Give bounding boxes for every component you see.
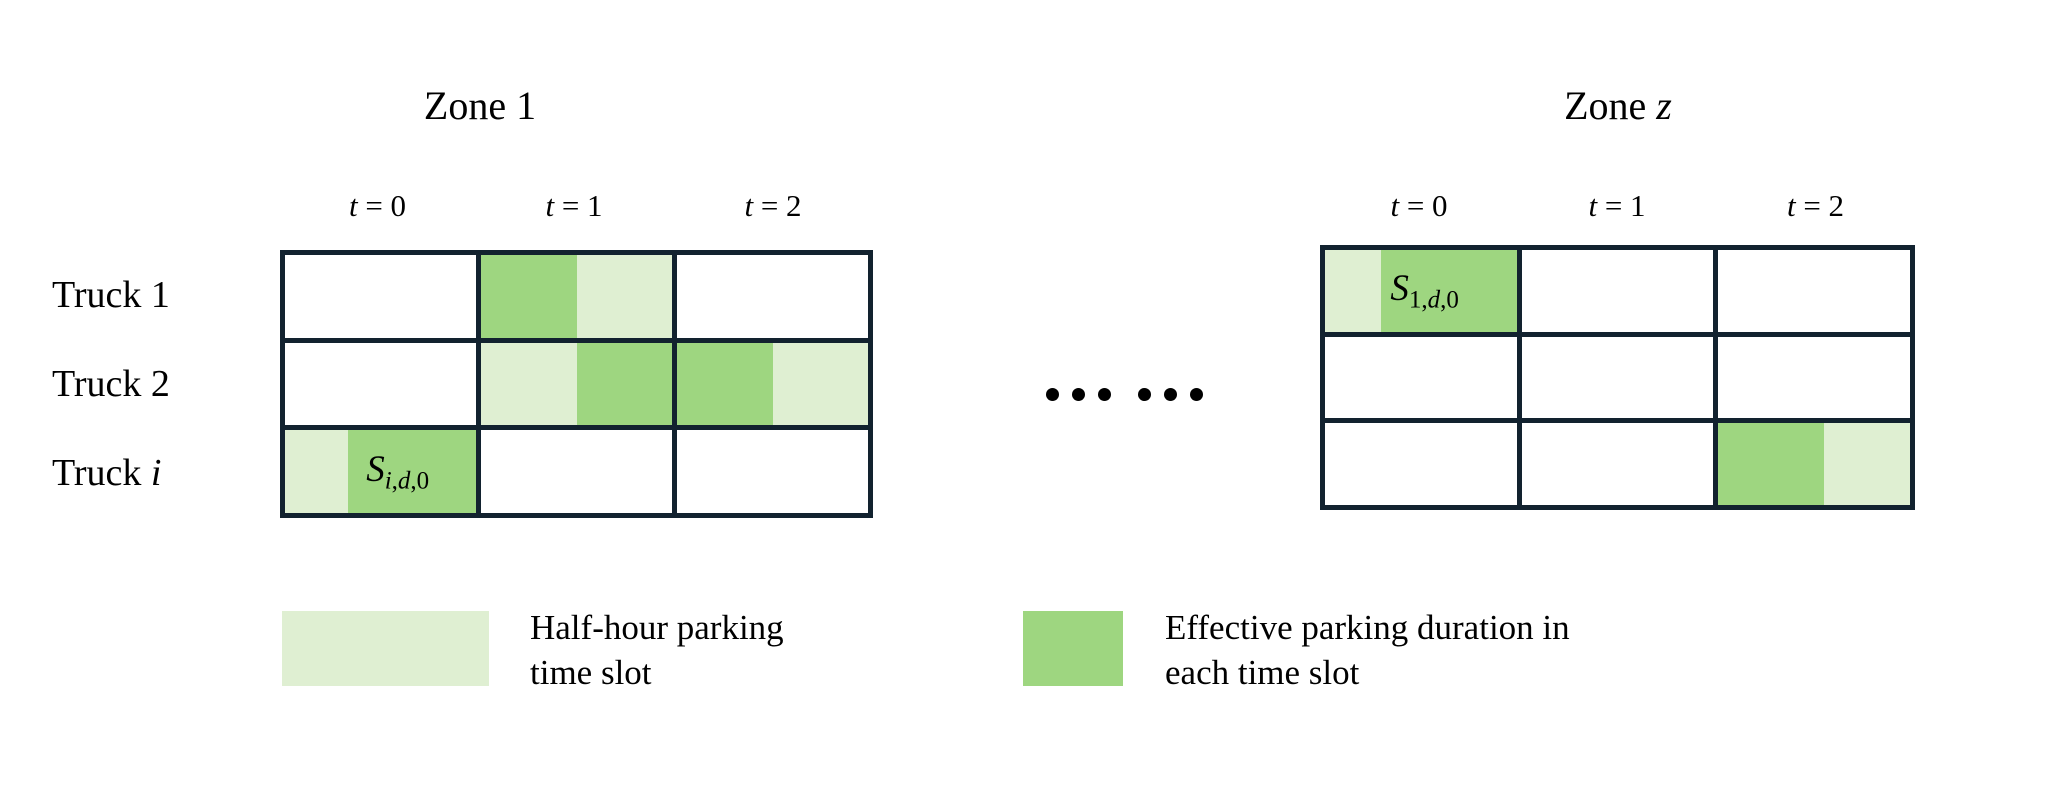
t-eq: = — [554, 188, 588, 223]
cell-truck1-t2[interactable] — [677, 255, 868, 338]
t-var: t — [744, 188, 754, 223]
cell-truck2-t1[interactable] — [481, 342, 677, 426]
half-hour-slot-fill — [1823, 423, 1910, 506]
cell-zonez-row1-t1[interactable] — [1521, 250, 1719, 332]
table-row — [285, 342, 868, 431]
row-header-symbol: 1 — [150, 274, 170, 316]
effective-duration-fill — [1380, 250, 1517, 332]
t-eq: = — [1795, 188, 1829, 223]
effective-duration-fill — [1718, 423, 1824, 506]
t-var: t — [1390, 188, 1400, 223]
zone-1-row-header-truck-i: Truck i — [52, 454, 161, 492]
effective-duration-fill — [677, 342, 773, 426]
zone-z-title: Zone z — [1518, 86, 1718, 126]
ellipsis-group-2 — [1138, 388, 1203, 401]
half-hour-slot-fill — [481, 342, 577, 426]
cell-truck1-t0[interactable] — [285, 255, 481, 338]
table-row: S1,d,0 — [1325, 250, 1911, 337]
row-header-text: Truck — [52, 452, 151, 494]
t-eq: = — [357, 188, 391, 223]
cell-trucki-t1[interactable] — [481, 430, 677, 514]
cell-zonez-row2-t2[interactable] — [1718, 336, 1911, 419]
t-eq: = — [1399, 188, 1433, 223]
ellipsis-dot — [1164, 388, 1177, 401]
legend-label-effective-duration: Effective parking duration in each time … — [1165, 608, 1570, 692]
cell-truck1-t1[interactable] — [481, 255, 677, 338]
ellipsis-group-1 — [1046, 388, 1111, 401]
ellipsis-dot — [1138, 388, 1151, 401]
zone-1-grid: Si,d,0 — [280, 250, 873, 518]
zone-z-col-header-t1: t = 1 — [1518, 190, 1716, 221]
zone-ellipsis — [1046, 388, 1203, 401]
t-value: 0 — [1432, 188, 1448, 223]
t-value: 2 — [786, 188, 802, 223]
row-header-symbol: i — [150, 452, 162, 494]
t-value: 1 — [587, 188, 603, 223]
t-eq: = — [753, 188, 787, 223]
ellipsis-dot — [1190, 388, 1203, 401]
ellipsis-dot — [1072, 388, 1085, 401]
zone-1-col-header-t2: t = 2 — [673, 190, 873, 221]
zone-z-title-symbol: z — [1656, 83, 1672, 128]
cell-zonez-row2-t1[interactable] — [1521, 336, 1719, 419]
cell-zonez-row3-t1[interactable] — [1521, 423, 1719, 506]
half-hour-slot-fill — [285, 430, 349, 514]
t-value: 2 — [1828, 188, 1845, 223]
zone-z-col-header-t0: t = 0 — [1320, 190, 1518, 221]
zone-1-row-header-truck-2: Truck 2 — [52, 365, 170, 403]
legend-label-half-hour: Half-hour parking time slot — [530, 608, 784, 692]
zone-1-title-symbol: 1 — [516, 83, 537, 128]
t-value: 1 — [1630, 188, 1646, 223]
table-row — [1325, 423, 1911, 506]
zone-1-title: Zone 1 — [380, 86, 580, 126]
zone-1-col-header-t0: t = 0 — [280, 190, 475, 221]
ellipsis-dot — [1098, 388, 1111, 401]
t-eq: = — [1597, 188, 1631, 223]
t-value: 0 — [390, 188, 407, 223]
zone-z-title-prefix: Zone — [1564, 83, 1657, 128]
cell-trucki-t2[interactable] — [677, 430, 868, 514]
zone-1-row-header-truck-1: Truck 1 — [52, 276, 170, 314]
cell-zonez-row3-t0[interactable] — [1325, 423, 1522, 506]
cell-zonez-row2-t0[interactable] — [1325, 336, 1522, 419]
ellipsis-dot — [1046, 388, 1059, 401]
cell-zonez-row1-t0[interactable]: S1,d,0 — [1325, 250, 1522, 332]
table-row — [285, 255, 868, 343]
table-row — [1325, 336, 1911, 424]
row-header-text: Truck — [52, 363, 151, 405]
legend-swatch-effective-duration — [1023, 611, 1123, 686]
zone-z-grid: S1,d,0 — [1320, 245, 1915, 510]
legend-swatch-half-hour — [282, 611, 489, 686]
cell-truck2-t0[interactable] — [285, 342, 481, 426]
row-header-symbol: 2 — [150, 363, 170, 405]
cell-zonez-row1-t2[interactable] — [1718, 250, 1911, 332]
row-header-text: Truck — [52, 274, 151, 316]
cell-trucki-t0[interactable]: Si,d,0 — [285, 430, 481, 514]
t-var: t — [1588, 188, 1598, 223]
t-var: t — [348, 188, 358, 223]
table-row: Si,d,0 — [285, 430, 868, 514]
cell-truck2-t2[interactable] — [677, 342, 868, 426]
zone-1-title-prefix: Zone — [423, 83, 517, 128]
t-var: t — [1786, 188, 1796, 223]
zone-1-col-header-t1: t = 1 — [475, 190, 673, 221]
cell-zonez-row3-t2[interactable] — [1718, 423, 1911, 506]
half-hour-slot-fill — [1325, 250, 1381, 332]
effective-duration-fill — [481, 255, 577, 338]
zone-z-col-header-t2: t = 2 — [1716, 190, 1915, 221]
t-var: t — [545, 188, 555, 223]
effective-duration-fill — [348, 430, 476, 514]
half-hour-slot-fill — [576, 255, 672, 338]
effective-duration-fill — [576, 342, 672, 426]
half-hour-slot-fill — [772, 342, 868, 426]
